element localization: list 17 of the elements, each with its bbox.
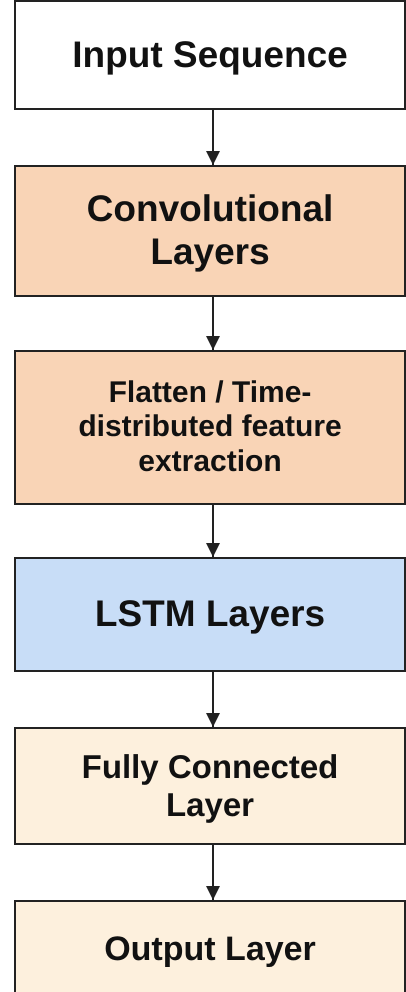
process-box	[14, 727, 406, 845]
box-label: LSTM Layers	[94, 593, 326, 636]
arrow	[206, 297, 220, 350]
box-label: Output Layer	[104, 930, 316, 970]
box-label: Flatten / Time-distributed feature extraction	[77, 376, 343, 480]
process-box	[14, 900, 406, 992]
process-box	[14, 165, 406, 297]
box-label: Fully Connected Layer	[80, 748, 340, 824]
arrow	[206, 845, 220, 900]
arrow	[206, 672, 220, 727]
box-label: Convolutional Layers	[86, 188, 334, 274]
arrow	[206, 505, 220, 557]
arrow	[206, 110, 220, 165]
process-box	[14, 350, 406, 505]
process-box	[14, 0, 406, 110]
process-box	[14, 557, 406, 672]
box-label: Input Sequence	[72, 34, 348, 76]
